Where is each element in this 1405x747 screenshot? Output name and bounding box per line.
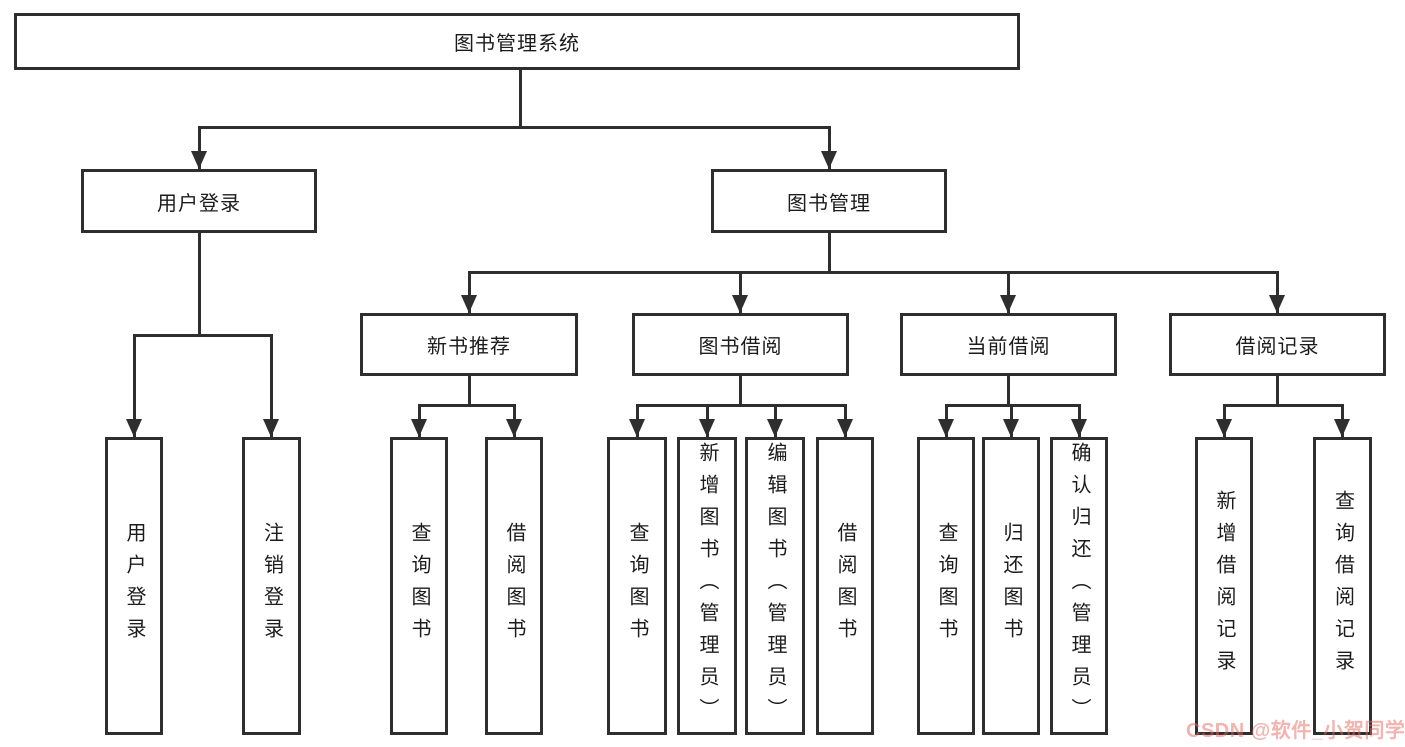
connector-hline <box>467 270 1279 274</box>
connector-vline <box>827 127 831 169</box>
connector-vline <box>467 376 471 407</box>
arrowhead-down-icon <box>1216 419 1232 437</box>
connector-vline <box>827 233 831 274</box>
arrowhead-down-icon <box>1071 419 1087 437</box>
arrowhead-down-icon <box>1003 419 1019 437</box>
connector-vline <box>197 127 201 169</box>
arrowhead-down-icon <box>1269 295 1285 313</box>
arrowhead-down-icon <box>629 419 645 437</box>
node-new-book-recommend: 新书推荐 <box>360 313 578 376</box>
arrowhead-down-icon <box>1334 419 1350 437</box>
leaf-confirm-return-admin: 确认归还（管理员） <box>1050 437 1108 735</box>
leaf-add-book-admin: 新增图书（管理员） <box>677 437 737 735</box>
connector-vline <box>197 233 201 337</box>
leaf-borrow-book: 借阅图书 <box>816 437 874 735</box>
leaf-query-book-current: 查询图书 <box>917 437 975 735</box>
connector-vline <box>738 376 742 407</box>
node-user-login: 用户登录 <box>81 169 317 233</box>
arrowhead-down-icon <box>263 419 279 437</box>
arrowhead-down-icon <box>732 295 748 313</box>
connector-hline <box>944 403 1081 407</box>
node-book-borrow: 图书借阅 <box>632 313 849 376</box>
leaf-return-book: 归还图书 <box>982 437 1040 735</box>
connector-hline <box>132 333 273 337</box>
arrowhead-down-icon <box>767 419 783 437</box>
arrowhead-down-icon <box>126 419 142 437</box>
leaf-user-login: 用户登录 <box>105 437 163 735</box>
leaf-query-book-borrow: 查询图书 <box>607 437 667 735</box>
connector-hline <box>1222 403 1344 407</box>
csdn-watermark: CSDN @软件_小贺同学 <box>1186 720 1405 742</box>
leaf-query-book-recommend: 查询图书 <box>390 437 448 735</box>
arrowhead-down-icon <box>1000 295 1016 313</box>
node-book-management: 图书管理 <box>711 169 947 233</box>
connector-hline <box>417 403 516 407</box>
leaf-edit-book-admin: 编辑图书（管理员） <box>745 437 805 735</box>
arrowhead-down-icon <box>837 419 853 437</box>
connector-hline <box>635 403 847 407</box>
node-current-borrow: 当前借阅 <box>900 313 1117 376</box>
arrowhead-down-icon <box>191 151 207 169</box>
connector-vline <box>738 272 742 313</box>
connector-vline <box>518 70 522 128</box>
node-root-library-system: 图书管理系统 <box>14 13 1020 70</box>
node-borrow-records: 借阅记录 <box>1169 313 1386 376</box>
arrowhead-down-icon <box>821 151 837 169</box>
connector-hline <box>197 125 831 129</box>
arrowhead-down-icon <box>938 419 954 437</box>
arrowhead-down-icon <box>506 419 522 437</box>
connector-vline <box>1006 376 1010 407</box>
leaf-add-borrow-record: 新增借阅记录 <box>1195 437 1253 735</box>
arrowhead-down-icon <box>699 419 715 437</box>
leaf-query-borrow-record: 查询借阅记录 <box>1313 437 1372 735</box>
leaf-logout: 注销登录 <box>242 437 301 735</box>
arrowhead-down-icon <box>461 295 477 313</box>
connector-vline <box>1275 376 1279 407</box>
connector-vline <box>132 335 136 437</box>
leaf-borrow-book-recommend: 借阅图书 <box>485 437 543 735</box>
connector-vline <box>1275 272 1279 313</box>
arrowhead-down-icon <box>411 419 427 437</box>
connector-vline <box>269 335 273 437</box>
connector-vline <box>467 272 471 313</box>
connector-vline <box>1006 272 1010 313</box>
